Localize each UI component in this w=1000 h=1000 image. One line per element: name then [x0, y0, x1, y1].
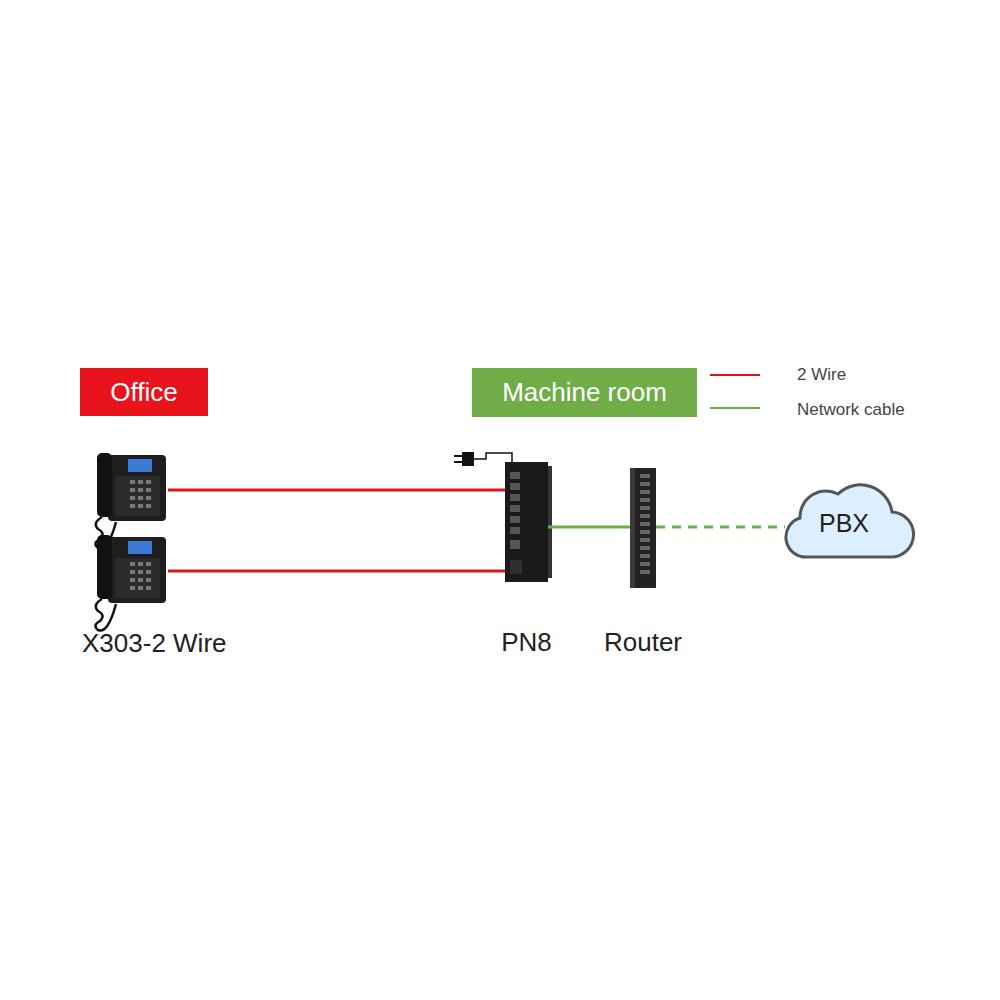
device-label: X303-2 Wire — [82, 628, 227, 659]
cable-link — [548, 526, 630, 529]
device-label: PBX — [785, 485, 903, 561]
phone-group: X303-2 Wire — [92, 450, 168, 608]
device-label: Router — [604, 627, 682, 658]
room-label: Machine room — [472, 368, 697, 417]
router-device — [630, 468, 656, 588]
cable-link — [168, 570, 505, 573]
room-name: Office — [110, 377, 177, 408]
router-box: Router — [630, 468, 656, 588]
power-plug — [454, 452, 512, 466]
legend-text: Network cable — [797, 400, 905, 420]
cable-link — [168, 489, 505, 492]
ip-phone — [95, 453, 166, 548]
pn8-device — [505, 462, 552, 582]
pbx-cloud: PBX — [785, 485, 903, 561]
ip-phone — [95, 535, 166, 630]
pn8-box: PN8 — [505, 462, 548, 582]
device-label: PN8 — [501, 627, 552, 658]
legend-text: 2 Wire — [797, 365, 846, 385]
room-label: Office — [80, 368, 208, 416]
room-name: Machine room — [502, 377, 667, 408]
legend-line — [710, 407, 760, 409]
legend-line — [710, 374, 760, 376]
network-link — [656, 526, 785, 529]
